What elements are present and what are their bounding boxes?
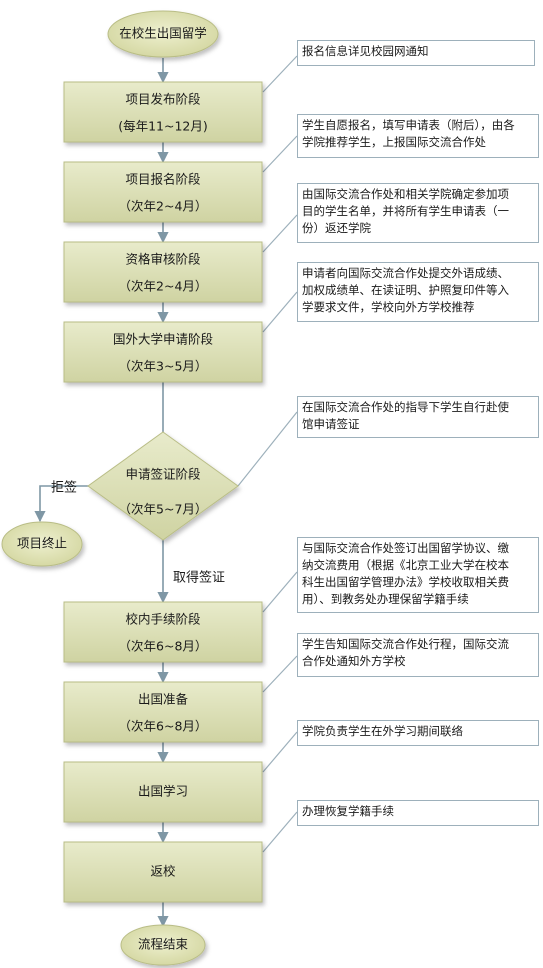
step-title: 项目发布阶段 [125,92,200,107]
process-step: 国外大学申请阶段 （次年3~5月） [63,321,263,383]
steps-group: 项目发布阶段 (每年11~12月) 项目报名阶段 （次年2~4月） 资格审核阶段 （次年2… [63,81,263,383]
process-box [63,601,263,663]
step-title: 资格审核阶段 [125,252,200,267]
visa-decision-node: 申请签证阶段 （次年5~7月） [87,431,239,541]
terminate-label: 项目终止 [17,536,67,551]
process-box [63,841,263,903]
step-period: （次年6~8月） [119,639,208,654]
leader-2 [262,135,298,173]
step-title: 出国学习 [138,784,188,799]
leader-6 [262,571,298,613]
visa-title: 申请签证阶段 [125,467,200,482]
callout-line: 用）、到教务处办理保留学籍手续 [302,592,469,606]
callout-note: 与国际交流合作处签订出国留学协议、缴纳交流费用（根据《北京工业大学在校本科生出国… [297,537,539,613]
leader-3 [262,214,298,253]
callout-line: 与国际交流合作处签订出国留学协议、缴 [302,541,509,555]
process-step: 项目报名阶段 （次年2~4月） [63,161,263,223]
step-period: (每年11~12月) [118,119,208,134]
process-step: 项目发布阶段 (每年11~12月) [63,81,263,143]
step-period: （次年2~4月） [119,279,208,294]
process-box [63,161,263,223]
callout-note: 学院负责学生在外学习期间联络 [297,720,539,746]
step-title: 国外大学申请阶段 [113,332,213,347]
leader-7 [262,655,298,693]
leader-5 [237,411,298,487]
process-step: 出国准备 （次年6~8月） [63,681,263,743]
start-node: 在校生出国留学 [107,10,219,58]
callout-line: 学要求文件，学校向外方学校推荐 [302,300,475,314]
leader-1 [262,55,298,93]
step-title: 项目报名阶段 [125,172,200,187]
callout-line: 学生告知国际交流合作处行程，国际交流 [302,637,509,651]
leader-8 [262,731,298,773]
callout-line: 科生出国留学管理办法》学校收取相关费 [302,575,509,589]
end-label: 流程结束 [138,937,189,952]
process-box [63,81,263,143]
process-step: 返校 [63,841,263,903]
callout-line: 合作处通知外方学校 [302,654,406,668]
callout-leaders [237,55,298,853]
callout-line: 在国际交流合作处的指导下学生自行赴使 [302,400,509,414]
callout-line: 加权成绩单、在读证明、护照复印件等入 [302,283,509,297]
callout-line: 申请者向国际交流合作处提交外语成绩、 [302,266,509,280]
callout-note: 学生自愿报名，填写申请表（附后），由各学院推荐学生，上报国际交流合作处 [297,114,539,158]
process-step: 资格审核阶段 （次年2~4月） [63,241,263,303]
process-box [63,681,263,743]
process-box [63,241,263,303]
visa-period: （次年5~7月） [119,502,208,517]
callout-line: 纳交流费用（根据《北京工业大学在校本 [302,558,509,572]
step-title: 校内手续阶段 [125,612,200,627]
process-box [63,761,263,823]
edge-label-reject: 拒签 [51,480,77,496]
callout-note: 申请者向国际交流合作处提交外语成绩、加权成绩单、在读证明、护照复印件等入学要求文… [297,262,539,322]
callout-line: 报名信息详见校园网通知 [302,44,429,58]
callout-line: 学院推荐学生，上报国际交流合作处 [302,135,486,149]
callout-note: 由国际交流合作处和相关学院确定参加项目的学生名单，并将所有学生申请表（一份）返还… [297,183,539,243]
edge-label-obtain: 取得签证 [173,570,225,586]
process-step: 出国学习 [63,761,263,823]
callout-line: 目的学生名单，并将所有学生申请表（一 [302,204,509,218]
step-period: （次年6~8月） [119,719,208,734]
callout-line: 学生自愿报名，填写申请表（附后），由各 [302,118,515,132]
callout-note: 在国际交流合作处的指导下学生自行赴使馆申请签证 [297,396,539,438]
callout-note: 学生告知国际交流合作处行程，国际交流合作处通知外方学校 [297,633,539,677]
process-box [63,321,263,383]
start-label: 在校生出国留学 [119,26,207,41]
step-period: （次年3~5月） [119,359,208,374]
callout-note: 办理恢复学籍手续 [297,800,539,826]
step-title: 返校 [150,864,176,879]
leader-4 [262,291,298,333]
end-node: 流程结束 [120,924,206,966]
edge-visa-to-terminate [34,485,90,523]
callout-line: 份）返还学院 [302,221,371,235]
connector-lines [34,58,169,928]
callout-line: 学院负责学生在外学习期间联络 [302,724,463,738]
terminate-node: 项目终止 [1,521,83,567]
callout-line: 馆申请签证 [302,417,360,431]
step-title: 出国准备 [138,692,189,707]
callout-note: 报名信息详见校园网通知 [297,40,535,66]
process-step: 校内手续阶段 （次年6~8月） [63,601,263,663]
callout-line: 由国际交流合作处和相关学院确定参加项 [302,187,509,201]
step-period: （次年2~4月） [119,199,208,214]
leader-9 [262,811,298,853]
callout-line: 办理恢复学籍手续 [302,804,394,818]
